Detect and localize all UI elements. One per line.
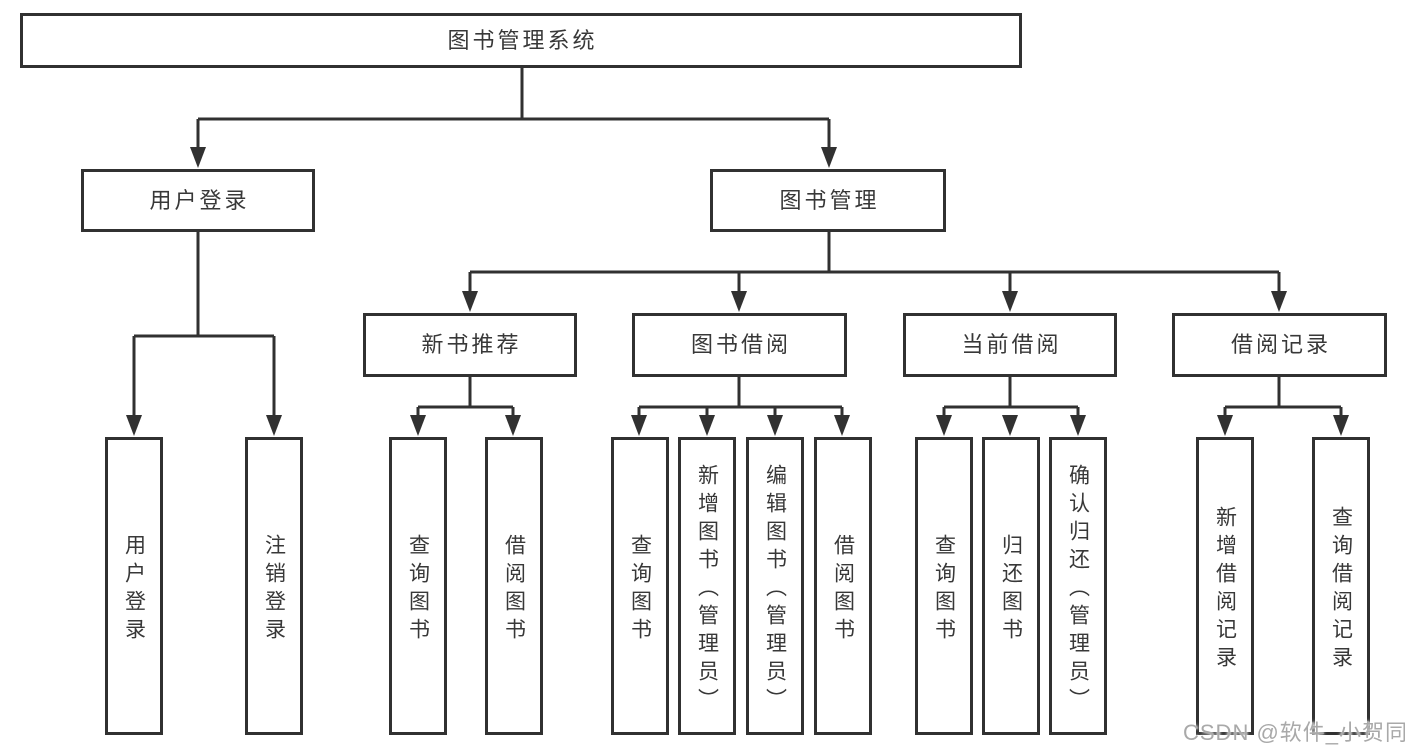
leaf-user-login: 用户登录 <box>105 437 163 735</box>
node-new-book-recommendation: 新书推荐 <box>363 313 577 377</box>
leaf-borrow-book-borrowing: 借阅图书 <box>814 437 872 735</box>
leaf-add-book-admin: 新增图书（管理员） <box>678 437 736 735</box>
node-book-management: 图书管理 <box>710 169 946 232</box>
leaf-query-book-current: 查询图书 <box>915 437 973 735</box>
arrowheads <box>126 147 1349 436</box>
node-borrowing-records: 借阅记录 <box>1172 313 1387 377</box>
leaf-query-book-recommendation: 查询图书 <box>389 437 447 735</box>
leaf-query-borrow-record: 查询借阅记录 <box>1312 437 1370 735</box>
leaf-borrow-book-recommendation: 借阅图书 <box>485 437 543 735</box>
leaf-return-book: 归还图书 <box>982 437 1040 735</box>
leaf-logout: 注销登录 <box>245 437 303 735</box>
node-library-management-system: 图书管理系统 <box>20 13 1022 68</box>
connector-lines <box>132 66 1343 419</box>
leaf-query-book-borrowing: 查询图书 <box>611 437 669 735</box>
leaf-edit-book-admin: 编辑图书（管理员） <box>746 437 804 735</box>
node-book-borrowing: 图书借阅 <box>632 313 847 377</box>
watermark: CSDN @软件_小贺同学 <box>1183 720 1405 745</box>
node-user-login: 用户登录 <box>81 169 315 232</box>
leaf-confirm-return-admin: 确认归还（管理员） <box>1049 437 1107 735</box>
node-current-borrowing: 当前借阅 <box>903 313 1117 377</box>
leaf-add-borrow-record: 新增借阅记录 <box>1196 437 1254 735</box>
